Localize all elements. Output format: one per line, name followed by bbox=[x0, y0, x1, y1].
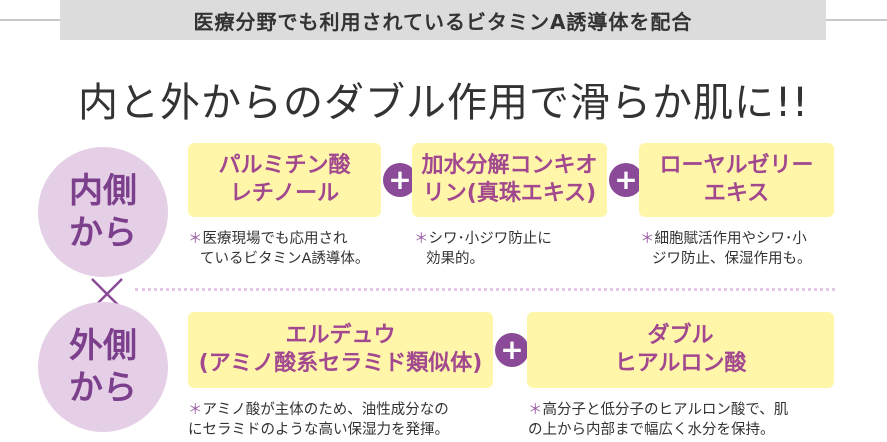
outer-ingredient-1-line2: (アミノ酸系セラミド類似体) bbox=[198, 351, 483, 376]
inner-ingredient-1-line2: レチノール bbox=[229, 181, 340, 206]
inner-note-1: ＊医療現場でも応用され ているビタミンA誘導体。 bbox=[188, 229, 369, 269]
inner-note-2-line1: シワ･小ジワ防止に bbox=[428, 231, 552, 247]
headline: 内と外からのダブル作用で滑らか肌に!! bbox=[77, 80, 810, 126]
inner-note-2-line2: 効果的。 bbox=[426, 251, 484, 267]
inner-note-3-line1: 細胞賦活作用やシワ･小 bbox=[654, 231, 807, 247]
inner-note-2: ＊シワ･小ジワ防止に 効果的。 bbox=[414, 229, 552, 269]
plus-icon: + bbox=[609, 163, 643, 197]
plus-icon: + bbox=[495, 333, 529, 367]
outer-note-2-line2: の上から内部まで幅広く水分を保持。 bbox=[528, 422, 775, 438]
outer-note-1: ＊アミノ酸が主体のため、油性成分なの にセラミドのような高い保湿力を発揮。 bbox=[188, 400, 449, 440]
inner-label-line1: 内側 bbox=[69, 171, 137, 211]
outer-note-2: ＊高分子と低分子のヒアルロン酸で、肌 の上から内部まで幅広く水分を保持。 bbox=[528, 400, 788, 440]
inner-ingredient-3-line2: エキス bbox=[703, 181, 770, 206]
note-asterisk: ＊ bbox=[640, 231, 655, 247]
inner-note-3-line2: ジワ防止、保湿作用も。 bbox=[652, 251, 812, 267]
inner-note-1-line1: 医療現場でも応用され bbox=[202, 231, 348, 247]
inner-ingredient-2-line2: リン(真珠エキス) bbox=[422, 181, 597, 206]
inner-note-3: ＊細胞賦活作用やシワ･小 ジワ防止、保湿作用も。 bbox=[640, 229, 812, 269]
outer-ingredient-1: エルデュウ (アミノ酸系セラミド類似体) bbox=[188, 312, 493, 388]
banner-text: 医療分野でも利用されているビタミンA誘導体を配合 bbox=[193, 9, 693, 34]
inner-ingredient-3-line1: ローヤルゼリー bbox=[659, 153, 814, 178]
banner-rule-right bbox=[826, 19, 887, 21]
note-asterisk: ＊ bbox=[188, 402, 203, 418]
inner-ingredient-1: パルミチン酸 レチノール bbox=[188, 143, 381, 217]
note-asterisk: ＊ bbox=[188, 231, 203, 247]
inner-ingredient-2: 加水分解コンキオ リン(真珠エキス) bbox=[412, 143, 607, 217]
top-banner: 医療分野でも利用されているビタミンA誘導体を配合 bbox=[60, 0, 826, 40]
inner-ingredient-3: ローヤルゼリー エキス bbox=[639, 143, 834, 217]
plus-icon: + bbox=[383, 163, 417, 197]
inner-ingredient-1-line1: パルミチン酸 bbox=[218, 153, 351, 178]
outer-ingredient-2-line2: ヒアルロン酸 bbox=[614, 351, 747, 376]
row-divider bbox=[135, 288, 835, 291]
outer-ingredient-2-line1: ダブル bbox=[647, 323, 714, 348]
outer-ingredient-2: ダブル ヒアルロン酸 bbox=[527, 312, 834, 388]
inner-ingredient-2-line1: 加水分解コンキオ bbox=[421, 153, 598, 178]
outer-ingredient-1-line1: エルデュウ bbox=[285, 323, 396, 348]
banner-rule-left bbox=[0, 19, 60, 21]
outer-note-2-line1: 高分子と低分子のヒアルロン酸で、肌 bbox=[542, 402, 789, 418]
note-asterisk: ＊ bbox=[528, 402, 543, 418]
note-asterisk: ＊ bbox=[414, 231, 429, 247]
outer-note-1-line2: にセラミドのような高い保湿力を発揮。 bbox=[188, 422, 449, 438]
inner-label-line2: から bbox=[69, 213, 137, 253]
inner-note-1-line2: ているビタミンA誘導体。 bbox=[200, 251, 370, 267]
outer-label-line1: 外側 bbox=[69, 326, 137, 366]
outer-label-circle: 外側 から bbox=[38, 302, 168, 432]
outer-note-1-line1: アミノ酸が主体のため、油性成分なの bbox=[202, 402, 449, 418]
outer-label-line2: から bbox=[69, 368, 137, 408]
inner-label-circle: 内側 から bbox=[38, 147, 168, 277]
